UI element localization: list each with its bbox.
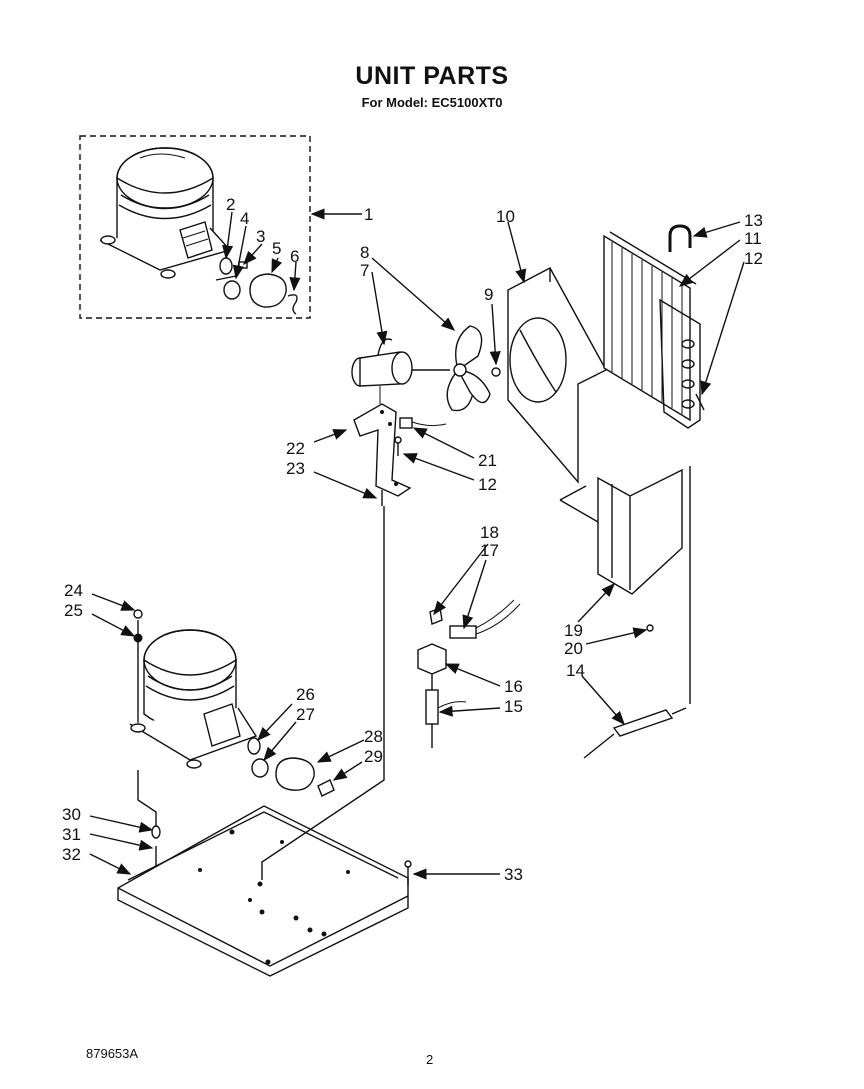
callout-12-coil: 12 — [744, 249, 763, 268]
callout-9: 9 — [484, 285, 493, 304]
start-relay-parts — [417, 599, 521, 748]
condenser-coil — [603, 224, 705, 429]
callout-16: 16 — [504, 677, 523, 696]
fan-motor-assembly — [351, 325, 491, 506]
callout-6: 6 — [290, 247, 299, 266]
callout-20: 20 — [564, 639, 583, 658]
callout-31: 31 — [62, 825, 81, 844]
fan-shroud — [491, 267, 607, 484]
page-title: UNIT PARTS — [355, 62, 509, 90]
model-subtitle: For Model: EC5100XT0 — [361, 95, 503, 110]
callout-13: 13 — [744, 211, 763, 230]
callout-labels: 1 2 3 4 5 6 7 8 9 10 11 12 13 14 15 16 1… — [62, 195, 763, 884]
callout-5: 5 — [272, 239, 281, 258]
callout-7: 7 — [360, 261, 369, 280]
callout-3: 3 — [256, 227, 265, 246]
callout-15: 15 — [504, 697, 523, 716]
callout-18: 18 — [480, 523, 499, 542]
callout-32: 32 — [62, 845, 81, 864]
callout-8: 8 — [360, 243, 369, 262]
callout-19: 19 — [564, 621, 583, 640]
callout-4: 4 — [240, 209, 249, 228]
filter-drier — [583, 466, 691, 759]
callout-33: 33 — [504, 865, 523, 884]
callout-25: 25 — [64, 601, 83, 620]
callout-24: 24 — [64, 581, 83, 600]
relay-overload-parts — [215, 257, 298, 315]
callout-22: 22 — [286, 439, 305, 458]
callout-10: 10 — [496, 207, 515, 226]
callout-26: 26 — [296, 685, 315, 704]
callout-11: 11 — [744, 229, 762, 248]
callout-27: 27 — [296, 705, 315, 724]
base-plate — [117, 485, 599, 977]
callout-14: 14 — [566, 661, 585, 680]
callout-29: 29 — [364, 747, 383, 766]
callout-21: 21 — [478, 451, 497, 470]
compressor-illustration — [99, 147, 232, 279]
diagram-code: 879653A — [86, 1046, 139, 1061]
page-number: 2 — [426, 1052, 434, 1067]
callout-23: 23 — [286, 459, 305, 478]
callout-1: 1 — [364, 205, 373, 224]
callout-leaders — [89, 208, 745, 880]
callout-28: 28 — [364, 727, 383, 746]
compressor-kit-box — [79, 135, 311, 319]
callout-12-bracket: 12 — [478, 475, 497, 494]
air-baffle — [597, 468, 683, 632]
callout-17: 17 — [480, 541, 499, 560]
callout-30: 30 — [62, 805, 81, 824]
callout-2: 2 — [226, 195, 235, 214]
